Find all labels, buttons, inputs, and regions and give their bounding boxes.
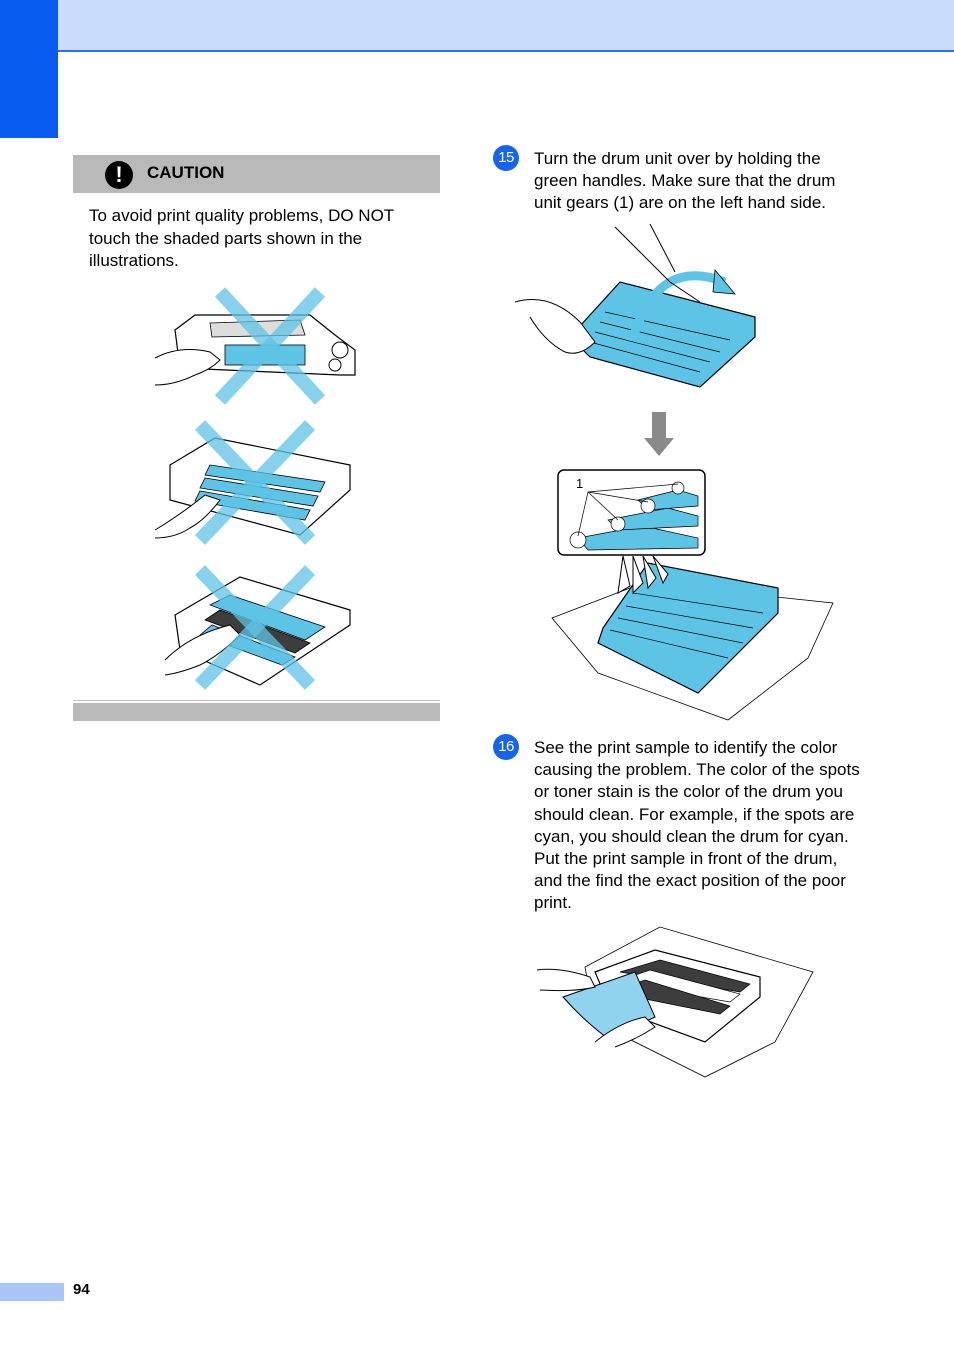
print-sample-drum-illustration — [536, 926, 814, 1078]
callout-label-1: 1 — [576, 476, 584, 491]
caution-footer-bar — [73, 703, 440, 721]
caution-header-bar — [73, 155, 440, 193]
step-15-text: Turn the drum unit over by holding the g… — [534, 149, 836, 213]
step-16-text: See the print sample to identify the col… — [534, 738, 860, 913]
drum-turnover-illustration — [514, 223, 756, 388]
drum-gears-detail-illustration — [551, 469, 834, 721]
caution-text: To avoid print quality problems, DO NOT … — [89, 206, 394, 270]
caution-divider — [73, 700, 440, 701]
step-number-16: 16 — [493, 734, 519, 760]
drum-unit-illustration — [154, 420, 351, 545]
header-band — [58, 0, 954, 52]
chapter-tab — [0, 0, 58, 138]
drum-unit-rollers-illustration — [164, 565, 351, 690]
down-arrow-icon — [644, 412, 674, 456]
page-number-tab — [0, 1283, 64, 1301]
page-number: 94 — [73, 1281, 90, 1298]
toner-cartridge-illustration — [154, 287, 356, 405]
caution-title: CAUTION — [147, 163, 225, 182]
step-number-15: 15 — [493, 145, 519, 171]
exclamation-icon: ! — [105, 161, 133, 189]
